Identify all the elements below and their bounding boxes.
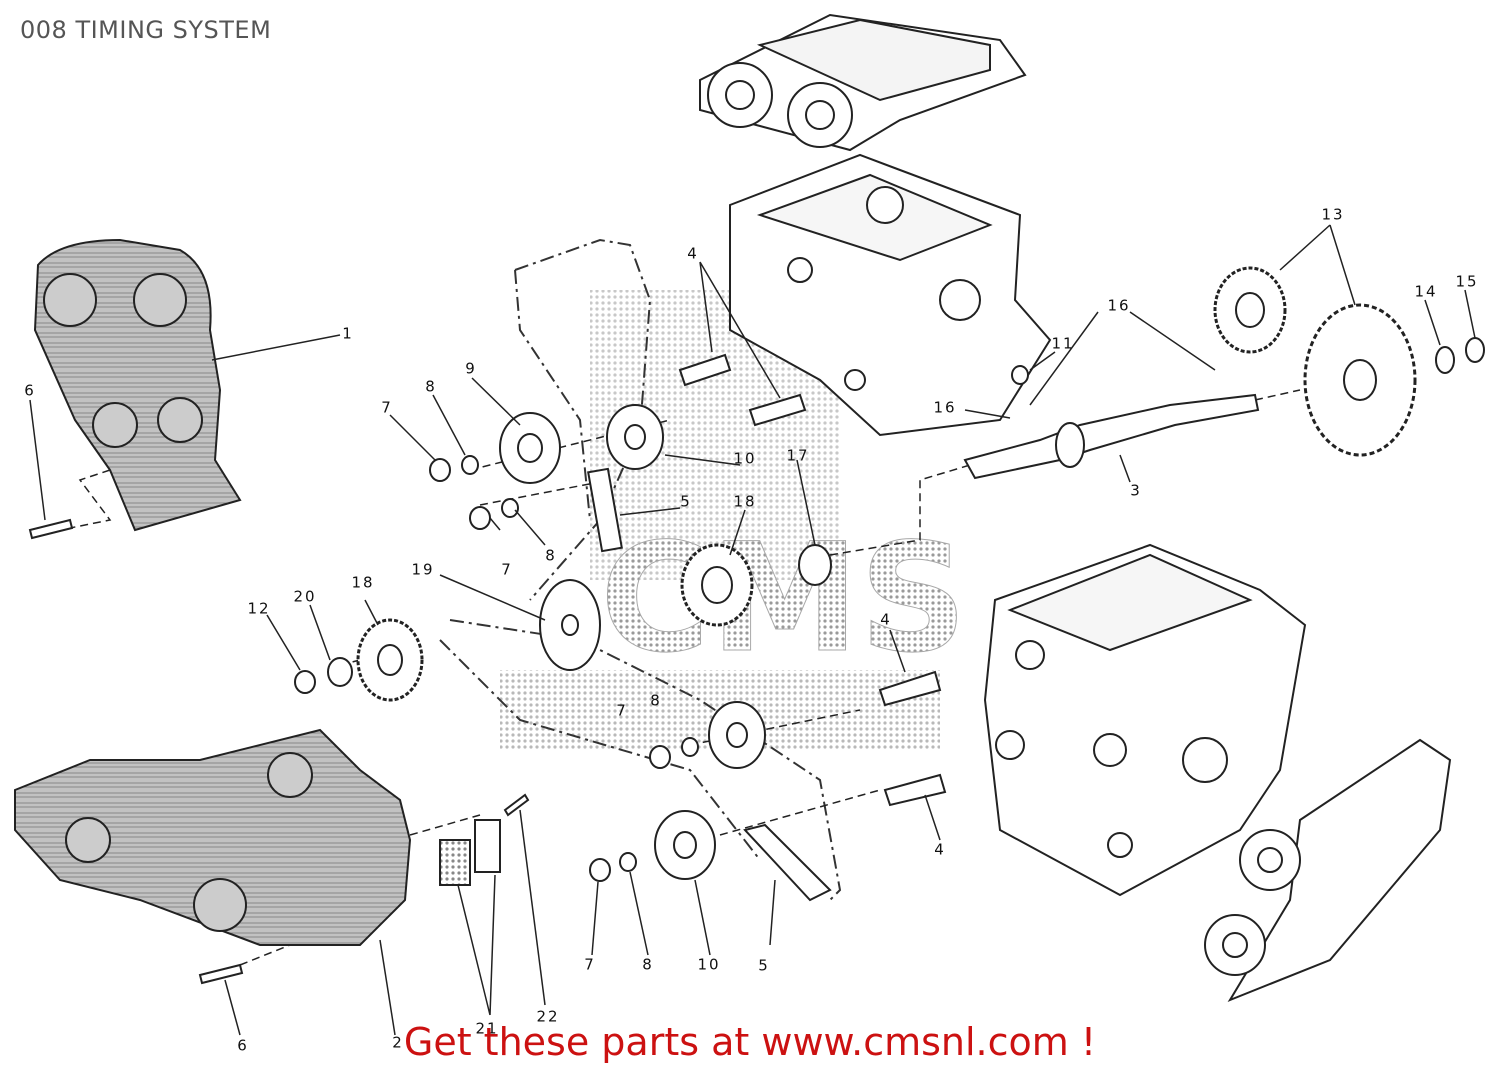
- sensor-block: [439, 819, 501, 886]
- pulleys: [356, 266, 1417, 880]
- callout-6: 6: [237, 1037, 249, 1055]
- callout-7: 7: [501, 561, 513, 579]
- callout-18: 18: [351, 574, 374, 592]
- callout-19: 19: [411, 561, 434, 579]
- callout-15: 15: [1455, 273, 1478, 291]
- callout-21: 21: [475, 1020, 498, 1038]
- callout-5: 5: [758, 957, 770, 975]
- callout-1: 1: [342, 325, 354, 343]
- callout-4: 4: [687, 245, 699, 263]
- callout-16: 16: [1107, 297, 1130, 315]
- callout-10: 10: [733, 450, 756, 468]
- callout-6: 6: [24, 382, 36, 400]
- callout-20: 20: [293, 588, 316, 606]
- callout-leaders: [29, 224, 1476, 1036]
- callout-3: 3: [1130, 482, 1142, 500]
- callout-12: 12: [247, 600, 270, 618]
- callout-8: 8: [425, 378, 437, 396]
- callout-7: 7: [616, 702, 628, 720]
- callout-10: 10: [697, 956, 720, 974]
- timing-cover-lower: [14, 728, 412, 946]
- cylinder-head-bottom: [983, 543, 1307, 897]
- callout-2: 2: [392, 1034, 404, 1052]
- callout-labels: 1 2 3 4 4 4 5 5 6 6 7 7 7 7 8 8 8 8 9 10…: [24, 206, 1478, 1055]
- callout-16: 16: [933, 399, 956, 417]
- camshaft-cover-bottom: [1204, 738, 1452, 1003]
- callout-18: 18: [733, 493, 756, 511]
- callout-8: 8: [642, 956, 654, 974]
- callout-9: 9: [465, 360, 477, 378]
- page-title: 008 TIMING SYSTEM: [20, 16, 272, 44]
- callout-4: 4: [880, 611, 892, 629]
- callout-8: 8: [545, 547, 557, 565]
- callout-11: 11: [1051, 335, 1074, 353]
- callout-14: 14: [1414, 283, 1437, 301]
- camshaft-cover-top: [699, 13, 1027, 152]
- camshaft: [963, 393, 1260, 480]
- belt-sections: [587, 467, 832, 902]
- timing-cover-upper: [33, 238, 242, 532]
- callout-17: 17: [786, 447, 809, 465]
- callout-7: 7: [381, 399, 393, 417]
- callout-8: 8: [650, 692, 662, 710]
- callout-7: 7: [584, 956, 596, 974]
- cylinder-head-top: [729, 153, 1052, 437]
- watermark-text: CMS: [600, 512, 967, 686]
- callout-5: 5: [680, 493, 692, 511]
- promo-link-text[interactable]: Get these parts at www.cmsnl.com !: [403, 1020, 1097, 1064]
- bolts: [28, 518, 530, 985]
- callout-13: 13: [1321, 206, 1344, 224]
- callout-22: 22: [536, 1008, 559, 1026]
- callout-4: 4: [934, 841, 946, 859]
- studs: [678, 353, 947, 807]
- washers-and-nuts: [294, 337, 1485, 882]
